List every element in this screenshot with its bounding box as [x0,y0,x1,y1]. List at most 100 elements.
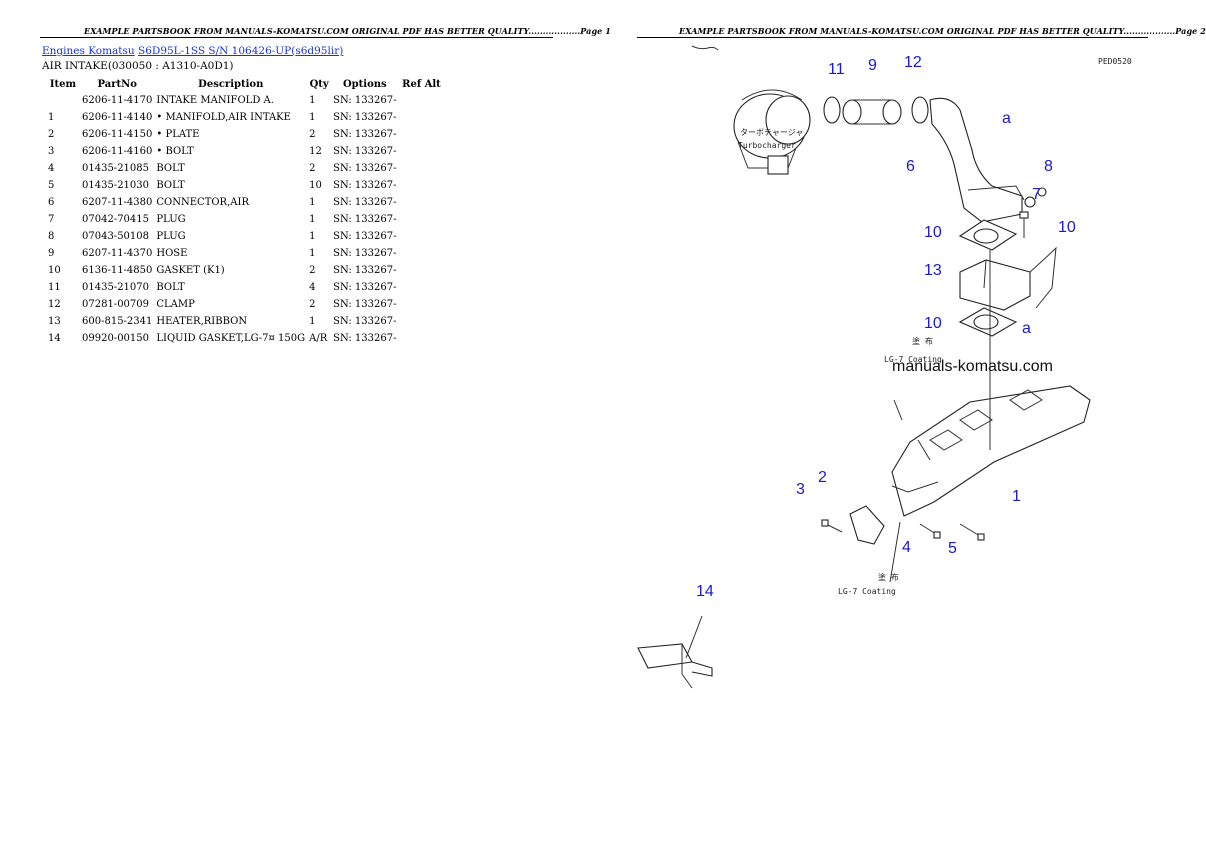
cell-options: SN: 133267- [333,282,397,293]
cell-description: CLAMP [156,299,195,310]
callout-9: 9 [868,57,877,74]
page-header-right: EXAMPLE PARTSBOOK FROM MANUALS-KOMATSU.C… [679,26,1206,36]
cell-qty: 1 [309,197,316,208]
col-header-options: Options [342,78,387,90]
callout-8: 8 [1044,158,1053,175]
gasket-upper-drawing [958,219,1018,251]
cell-options: SN: 133267- [333,95,397,106]
cell-options: SN: 133267- [333,248,397,259]
cell-description: BOLT [156,163,185,174]
cell-options: SN: 133267- [333,214,397,225]
cell-description: HEATER,RIBBON [156,316,248,327]
cell-description: CONNECTOR,AIR [156,197,249,208]
parts-table: Item PartNo Description Qty Options Ref … [42,76,445,347]
col-header-item: Item [49,78,77,90]
cell-partno: 6136-11-4850 [82,265,153,276]
air-connector-drawing [929,97,1025,223]
cell-description: PLUG [156,231,186,242]
bolt-drawing [821,519,985,541]
header-divider-left [40,37,553,38]
cell-item: 10 [48,265,61,276]
col-header-partno: PartNo [97,78,137,90]
cell-ref-alt [399,177,445,194]
parts-diagram: PED0520 ターボチャージャ Turbocharger [637,45,1132,689]
cell-partno: 6206-11-4160 [82,146,153,157]
cell-description: BOLT [156,282,185,293]
callout-7: 7 [1032,186,1041,203]
cell-partno: 01435-21030 [82,180,150,191]
cell-ref-alt [399,228,445,245]
cell-options: SN: 133267- [333,163,397,174]
cell-options: SN: 133267- [333,146,397,157]
cell-ref-alt [399,92,445,109]
cell-ref-alt [399,194,445,211]
table-row: 8 07043-50108 PLUG 1 SN: 133267- [42,228,445,245]
cell-qty: 2 [309,163,316,174]
cell-item: 3 [48,146,55,157]
section-title: AIR INTAKE(030050 : A1310-A0D1) [42,60,234,72]
cell-qty: 2 [309,129,316,140]
cell-item: 8 [48,231,55,242]
cell-options: SN: 133267- [333,197,397,208]
coating-label-jp-upper: 塗 布 [912,336,933,346]
breadcrumb-link-engines[interactable]: Engines Komatsu [42,45,135,57]
cell-item: 9 [48,248,55,259]
breadcrumb-link-model[interactable]: S6D95L-1SS S/N 106426-UP(s6d95lir) [138,45,344,57]
cell-partno: 07281-00709 [82,299,150,310]
cell-options: SN: 133267- [333,231,397,242]
cell-partno: 01435-21085 [82,163,150,174]
cell-item: 14 [48,333,61,344]
callout-4: 4 [902,539,911,556]
cell-qty: 4 [309,282,316,293]
cell-ref-alt [399,126,445,143]
cell-partno: 07043-50108 [82,231,150,242]
cell-description: • PLATE [156,129,200,140]
turbo-label-en: Turbocharger [738,141,796,150]
callout-5: 5 [948,540,957,557]
callout-14: 14 [696,583,714,600]
coating-leader-line-2 [889,521,901,583]
scribble-mark [691,45,719,51]
callout-12-right: 12 [904,54,922,71]
callout-a-bottom: a [1022,320,1031,337]
cell-qty: 1 [309,95,316,106]
cell-description: LIQUID GASKET,LG-7¤ 150G [156,333,306,344]
cell-partno: 07042-70415 [82,214,150,225]
cell-item: 13 [48,316,61,327]
cell-ref-alt [399,279,445,296]
cell-partno: 6207-11-4370 [82,248,153,259]
cell-ref-alt [399,143,445,160]
cell-description: INTAKE MANIFOLD A. [156,95,274,106]
cell-partno: 6206-11-4150 [82,129,153,140]
callout-13: 13 [924,262,942,279]
cell-options: SN: 133267- [333,299,397,310]
cell-qty: 1 [309,231,316,242]
cell-qty: 1 [309,316,316,327]
hose-drawing [842,99,902,125]
clamp-drawing [823,96,929,124]
cell-qty: 2 [309,299,316,310]
cell-qty: 1 [309,112,316,123]
col-header-ref-alt: Ref Alt [402,78,441,90]
cell-partno: 01435-21070 [82,282,150,293]
cell-item: 5 [48,180,55,191]
cell-qty: A/R [309,333,328,344]
callout-10-lower: 10 [924,315,942,332]
watermark: manuals-komatsu.com [892,358,1053,375]
cell-description: BOLT [156,180,185,191]
cell-options: SN: 133267- [333,129,397,140]
cell-options: SN: 133267- [333,180,397,191]
header-divider-right [637,37,1148,38]
cell-qty: 2 [309,265,316,276]
ribbon-heater-drawing [959,246,1057,311]
table-header-row: Item PartNo Description Qty Options Ref … [42,76,445,92]
